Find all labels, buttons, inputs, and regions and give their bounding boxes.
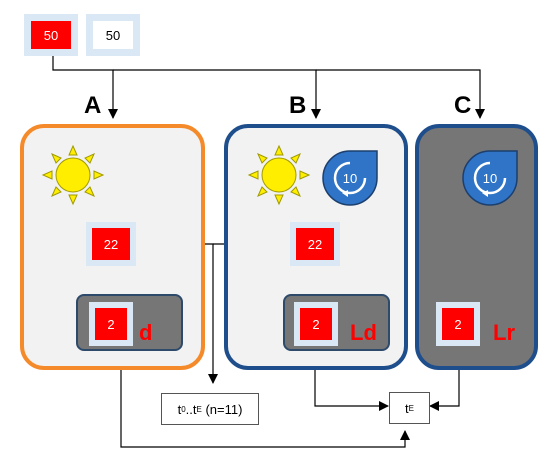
end-time-pre: t bbox=[405, 400, 409, 416]
cycle-value-c: 10 bbox=[482, 170, 498, 186]
panel-c-sub-value: 2 bbox=[436, 302, 480, 346]
panel-a-sub-value: 2 bbox=[89, 302, 133, 346]
time-series-mid: ..t bbox=[185, 401, 197, 417]
panel-b-sub-value-label: 2 bbox=[300, 308, 332, 340]
end-time-sub: E bbox=[408, 403, 414, 413]
panel-b-sub-label: Ld bbox=[350, 320, 377, 345]
time-series-sub-end: E bbox=[196, 404, 202, 414]
panel-a-sub-value-label: 2 bbox=[95, 308, 127, 340]
sun-icon bbox=[247, 144, 311, 206]
top-red-label: 50 bbox=[31, 21, 71, 49]
top-value-red: 50 bbox=[24, 14, 78, 56]
time-series-count: (n=11) bbox=[201, 401, 243, 417]
panel-a-mid-value: 22 bbox=[86, 222, 136, 266]
arrow-to-c bbox=[316, 69, 485, 119]
time-series-sub-start: 0 bbox=[181, 404, 186, 414]
line-d-te bbox=[120, 345, 410, 448]
top-white-label: 50 bbox=[93, 21, 133, 49]
sun-icon bbox=[41, 144, 105, 206]
cycle-value-b: 10 bbox=[342, 170, 358, 186]
panel-b-mid-label: 22 bbox=[296, 228, 334, 260]
arrow-to-a bbox=[52, 52, 118, 119]
panel-a-sub-label: d bbox=[139, 320, 153, 345]
panel-a-mid-label: 22 bbox=[92, 228, 130, 260]
panel-b-label: B bbox=[289, 92, 307, 119]
cycle-icon: 10 bbox=[461, 149, 519, 207]
top-value-white: 50 bbox=[86, 14, 140, 56]
time-series-pre: t bbox=[177, 401, 182, 417]
arrow-to-b bbox=[113, 69, 321, 119]
cycle-icon: 10 bbox=[321, 149, 379, 207]
panel-c-sub-value-label: 2 bbox=[442, 308, 474, 340]
panel-c-label: C bbox=[454, 92, 472, 119]
panel-b-mid-value: 22 bbox=[290, 222, 340, 266]
panel-c-sub-label: Lr bbox=[493, 320, 515, 345]
panel-a-label: A bbox=[84, 92, 102, 119]
panel-b-sub-value: 2 bbox=[294, 302, 338, 346]
